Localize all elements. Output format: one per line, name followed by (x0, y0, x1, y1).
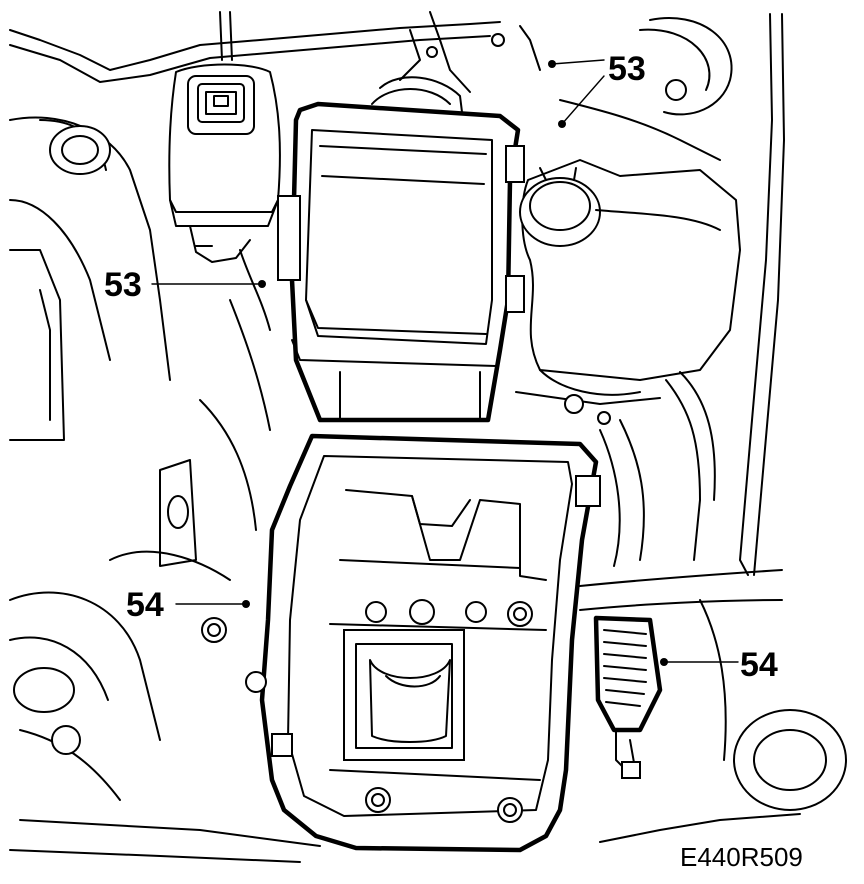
leader-54-left-dot (242, 600, 250, 608)
left-structure (9, 116, 271, 801)
top-harness (9, 11, 541, 93)
leader-lines (151, 59, 739, 666)
strut-tower (559, 17, 733, 161)
leader-54-right-dot (660, 658, 668, 666)
right-hoses (579, 371, 783, 761)
figure-code: E440R509 (680, 842, 803, 872)
leader-53-top-a-dot (548, 60, 556, 68)
callout-53-left: 53 (104, 266, 142, 304)
callout-53-top: 53 (608, 50, 646, 88)
leader-53-top-b (561, 75, 605, 125)
coolant-tank (515, 159, 741, 425)
leader-53-top-a (551, 59, 605, 65)
leader-53-left-dot (258, 280, 266, 288)
bottom-frame (9, 709, 847, 863)
leader-53-top-b-dot (558, 120, 566, 128)
fluid-reservoir (168, 63, 281, 263)
connector-module (593, 615, 663, 779)
battery-box (277, 76, 525, 423)
callout-54-right: 54 (740, 646, 778, 684)
ecu-tray (259, 433, 601, 853)
callout-54-left: 54 (126, 586, 164, 624)
body-panel (739, 13, 785, 576)
